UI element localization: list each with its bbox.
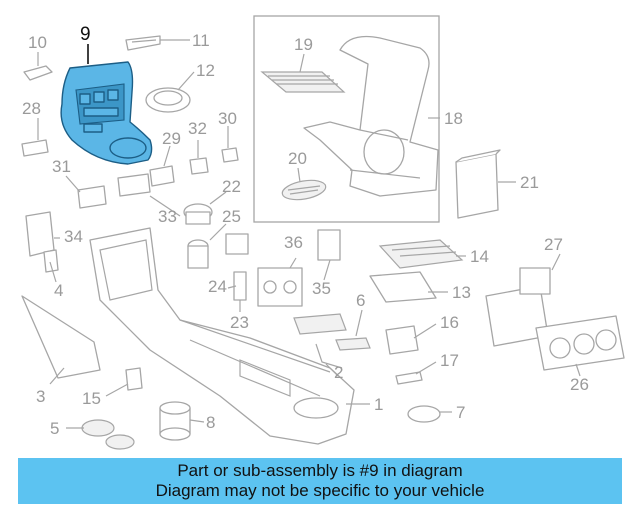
label-34: 34 xyxy=(64,227,83,246)
trim-2-part[interactable] xyxy=(315,343,343,369)
label-27: 27 xyxy=(544,235,563,254)
bracket-part[interactable] xyxy=(125,35,161,51)
caption-line-1: Part or sub-assembly is #9 in diagram xyxy=(177,461,463,480)
clip-part[interactable] xyxy=(23,65,53,81)
grille-6-part[interactable] xyxy=(293,313,371,351)
label-10: 10 xyxy=(28,33,47,52)
label-18: 18 xyxy=(444,109,463,128)
climate-control-26-part[interactable] xyxy=(535,315,625,371)
label-29: 29 xyxy=(162,129,181,148)
label-24: 24 xyxy=(208,277,227,296)
label-17: 17 xyxy=(440,351,459,370)
label-35: 35 xyxy=(312,279,331,298)
cover-part[interactable] xyxy=(455,149,501,219)
label-9: 9 xyxy=(80,24,91,45)
caption-banner: Part or sub-assembly is #9 in diagram Di… xyxy=(18,458,622,504)
label-26: 26 xyxy=(570,375,589,394)
switch-32-part[interactable] xyxy=(189,157,209,175)
switch-33-part[interactable] xyxy=(117,173,151,197)
label-32: 32 xyxy=(188,119,207,138)
label-30: 30 xyxy=(218,109,237,128)
armrest-box-frame xyxy=(253,15,440,223)
label-31: 31 xyxy=(52,157,71,176)
label-1: 1 xyxy=(374,395,383,414)
armrest-mat-part[interactable] xyxy=(260,71,346,93)
switch-30-part[interactable] xyxy=(221,147,239,163)
label-20: 20 xyxy=(288,149,307,168)
switch-25-part[interactable] xyxy=(225,233,249,255)
label-2: 2 xyxy=(334,363,343,382)
label-13: 13 xyxy=(452,283,471,302)
label-22: 22 xyxy=(222,177,241,196)
parts-diagram: 9 10 11 12 28 29 32 30 31 22 33 25 34 24… xyxy=(21,15,625,450)
switch-31-part[interactable] xyxy=(77,185,107,209)
label-14: 14 xyxy=(470,247,489,266)
socket-24-part[interactable] xyxy=(187,239,209,269)
label-19: 19 xyxy=(294,35,313,54)
armrest-part[interactable] xyxy=(303,35,439,197)
part-9-highlighted[interactable] xyxy=(60,61,153,165)
label-7: 7 xyxy=(456,403,465,422)
label-23: 23 xyxy=(230,313,249,332)
label-11: 11 xyxy=(192,31,210,50)
socket-22-part[interactable] xyxy=(183,203,213,225)
mat-13-part[interactable] xyxy=(369,271,437,303)
bracket-15-part[interactable] xyxy=(125,367,143,391)
grommet-7-part[interactable] xyxy=(407,405,441,423)
switch-28-part[interactable] xyxy=(21,139,49,157)
side-panel-4-part[interactable] xyxy=(43,249,59,273)
label-15: 15 xyxy=(82,389,101,408)
switch-29-part[interactable] xyxy=(149,165,175,187)
strip-17-part[interactable] xyxy=(395,371,423,385)
knob-part[interactable] xyxy=(145,87,191,113)
label-6: 6 xyxy=(356,291,365,310)
label-36: 36 xyxy=(284,233,303,252)
label-5: 5 xyxy=(50,419,59,438)
control-panel-36-part[interactable] xyxy=(257,267,303,307)
label-21: 21 xyxy=(520,173,539,192)
socket-35-part[interactable] xyxy=(317,229,341,261)
label-33: 33 xyxy=(158,207,177,226)
leader-lines xyxy=(37,39,581,429)
label-25: 25 xyxy=(222,207,241,226)
center-console-1-part[interactable] xyxy=(89,227,355,445)
side-panel-3-part[interactable] xyxy=(21,295,101,379)
label-12: 12 xyxy=(196,61,215,80)
label-4: 4 xyxy=(54,281,63,300)
label-16: 16 xyxy=(440,313,459,332)
mat-14-part[interactable] xyxy=(378,239,464,269)
bracket-16-part[interactable] xyxy=(385,325,419,355)
label-28: 28 xyxy=(22,99,41,118)
caption-line-2: Diagram may not be specific to your vehi… xyxy=(155,481,485,500)
bracket-34-part[interactable] xyxy=(25,211,55,257)
label-8: 8 xyxy=(206,413,215,432)
label-3: 3 xyxy=(36,387,45,406)
grille-5-part[interactable] xyxy=(81,419,135,450)
cup-holder-8-part[interactable] xyxy=(159,401,191,441)
armrest-pad-part[interactable] xyxy=(281,177,327,202)
